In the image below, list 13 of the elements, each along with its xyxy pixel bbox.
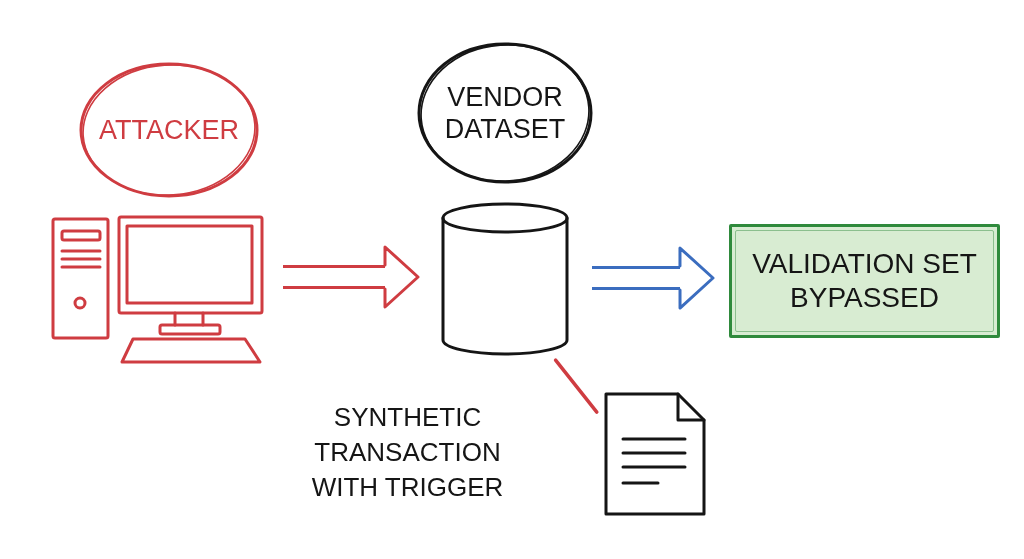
node-label: ATTACKER: [99, 113, 239, 147]
database-cylinder: [440, 201, 570, 357]
ellipse-node: [78, 61, 260, 199]
node-label: VALIDATION SET BYPASSED: [751, 247, 978, 315]
document-icon: [603, 391, 707, 517]
desktop-computer-illustration: [50, 214, 265, 365]
node-label: VENDOR DATASET: [443, 80, 567, 146]
ellipse-node: [416, 41, 594, 185]
process-box: [729, 224, 1000, 338]
connector-line: [553, 358, 599, 414]
block-arrow: [283, 245, 420, 309]
block-arrow: [592, 246, 715, 310]
caption-text: SYNTHETIC TRANSACTION WITH TRIGGER: [310, 401, 505, 504]
